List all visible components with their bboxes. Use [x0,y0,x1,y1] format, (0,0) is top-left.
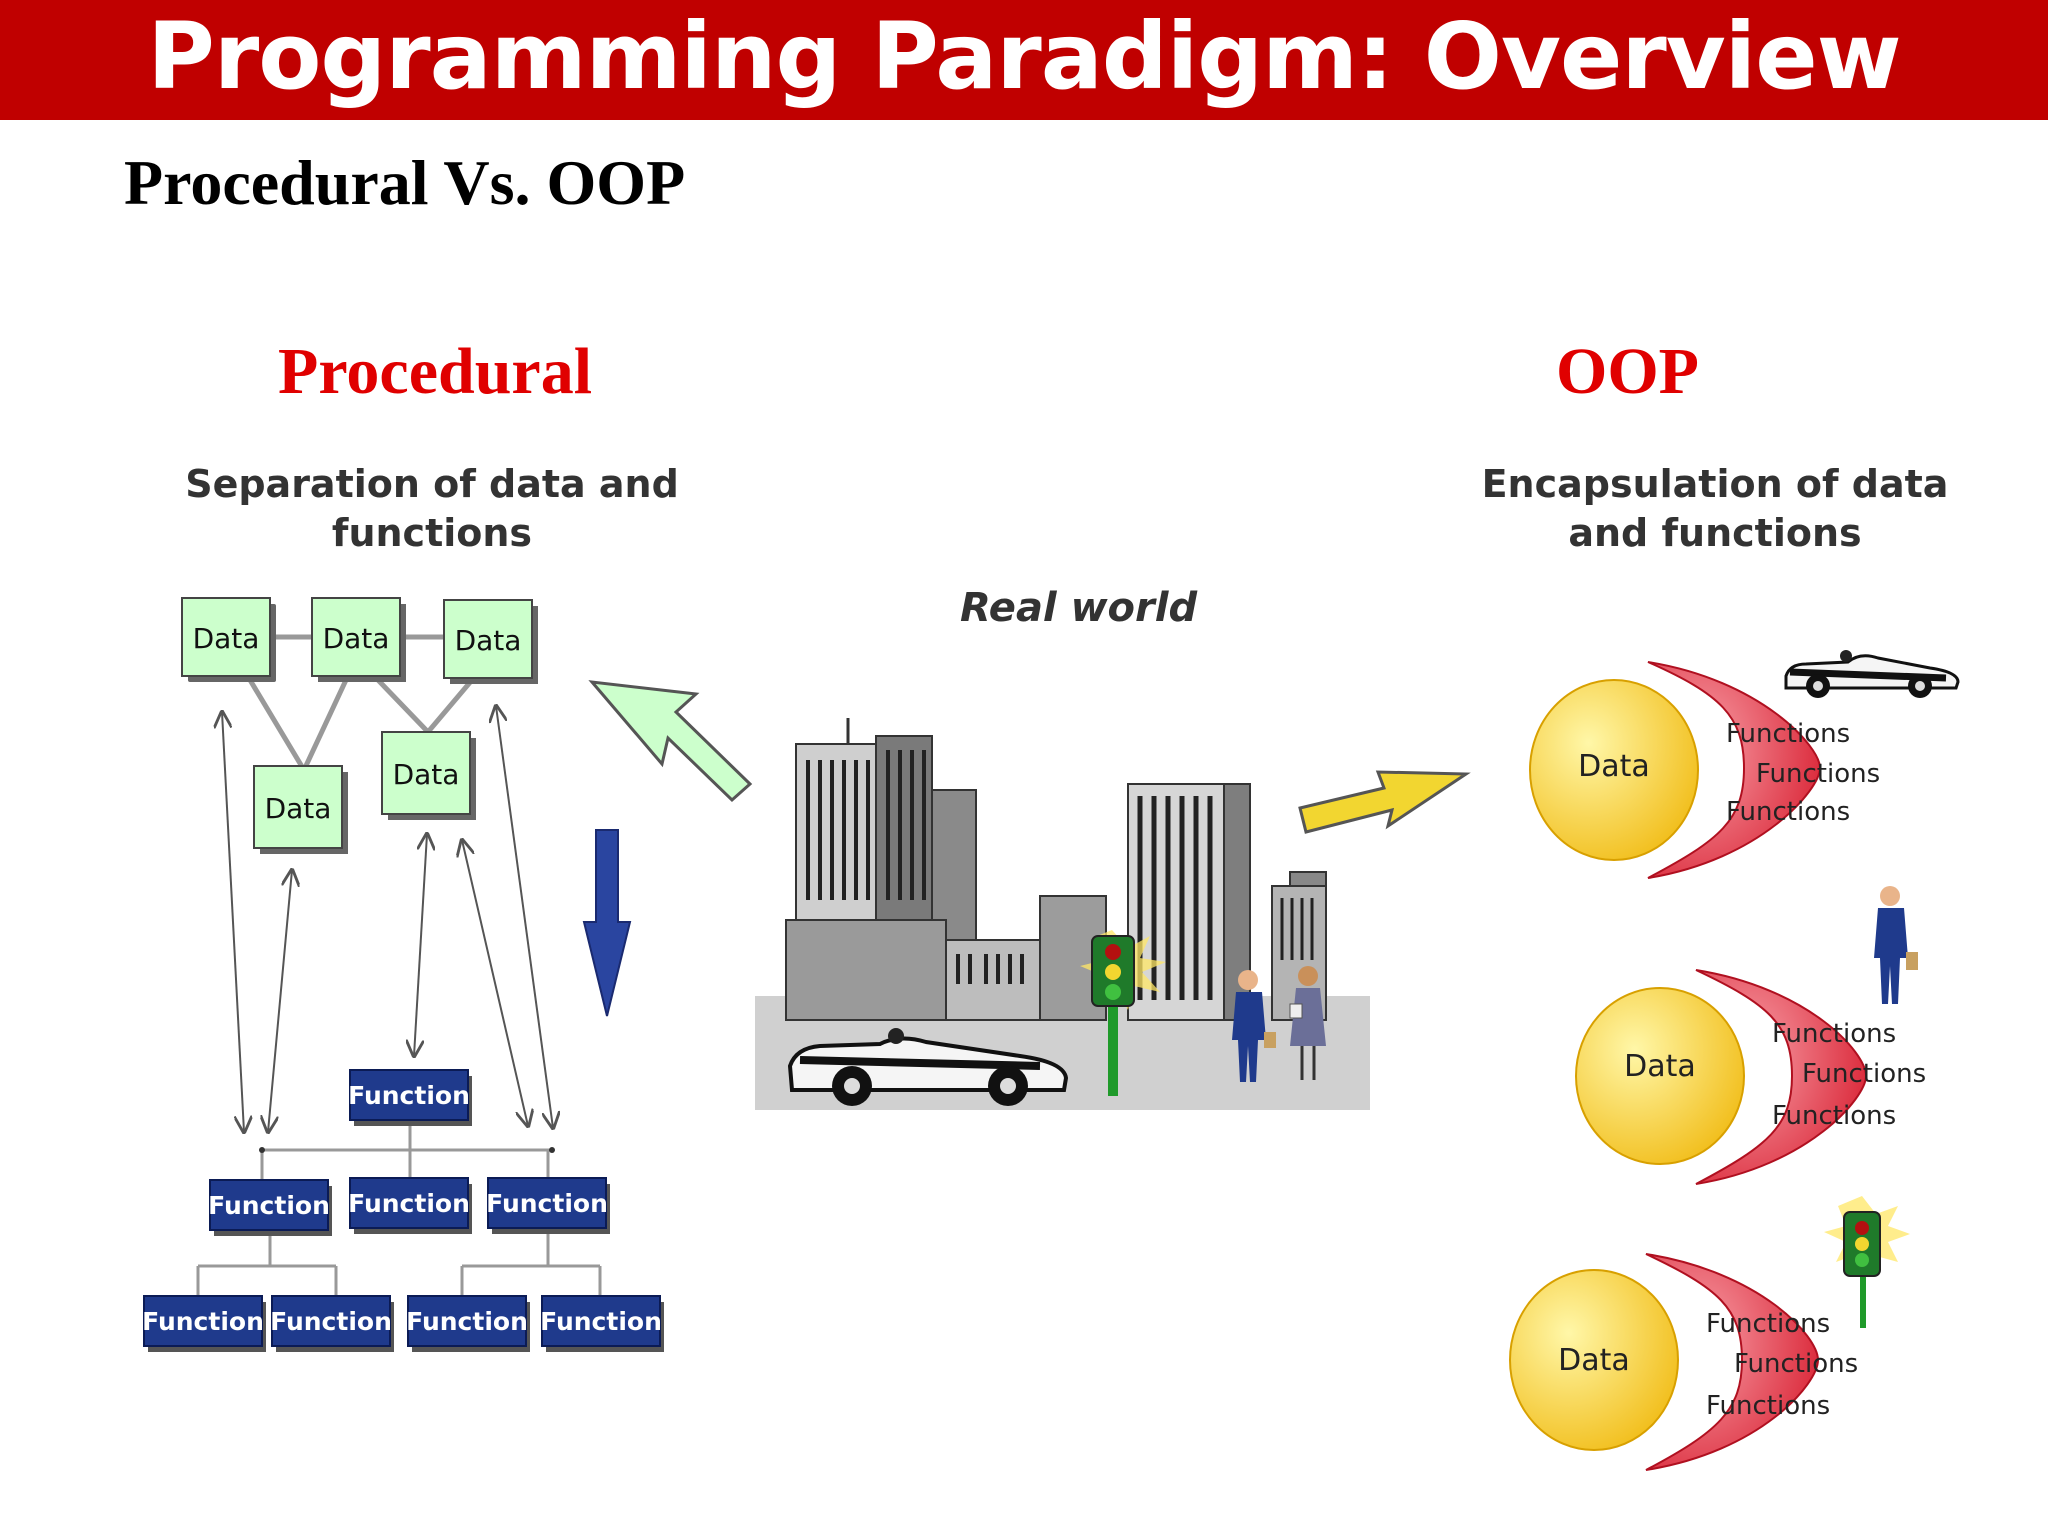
object-data-label: Data [1578,749,1650,784]
traffic-light-icon [1824,1196,1910,1328]
green-arrow-icon [588,680,753,803]
function-box-label: Function [406,1307,528,1336]
data-connectors [247,634,474,772]
data-box-label: Data [393,758,460,791]
real-world-illustration [755,718,1370,1110]
function-box: Function [486,1177,610,1234]
slide-subtitle: Procedural Vs. OOP [124,147,686,218]
data-box-label: Data [323,622,390,655]
function-tree-lines [196,1122,602,1296]
function-box-label: Function [540,1307,662,1336]
object-functions-label: Functions [1734,1349,1858,1379]
object-functions-label: Functions [1726,797,1850,827]
object-functions-label: Functions [1726,719,1850,749]
traffic-light-icon [1080,930,1166,1096]
function-box: Function [348,1177,472,1234]
car-icon [1784,650,1960,698]
function-box-label: Function [208,1191,330,1220]
function-box-label: Function [348,1081,470,1110]
function-box-label: Function [348,1189,470,1218]
data-box-label: Data [193,622,260,655]
function-box: Function [406,1295,530,1352]
real-world-caption: Real world [960,585,1198,631]
function-box: Function [540,1295,664,1352]
procedural-heading: Procedural [278,335,593,408]
object-capsule: Data Functions Functions Functions [1509,1253,1858,1471]
data-access-arrows [222,706,553,1132]
oop-caption-line-1: Encapsulation of data [1481,462,1949,506]
procedural-caption: Separation of data and functions [185,462,679,556]
data-box-label: Data [265,792,332,825]
oop-caption: Encapsulation of data and functions [1470,460,1960,559]
object-functions-label: Functions [1802,1059,1926,1089]
businesswoman-icon [1289,966,1326,1080]
data-box: Data [253,765,348,854]
function-box: Function [348,1069,472,1126]
title-bar: Programming Paradigm: Overview [0,0,2048,120]
car-icon [787,1028,1069,1106]
data-box: Data [311,597,406,682]
object-functions-label: Functions [1772,1101,1896,1131]
down-arrow-icon [582,829,632,1017]
function-box-label: Function [270,1307,392,1336]
data-box-label: Data [455,624,522,657]
procedural-diagram: Data Data Data Data Data [142,597,664,1352]
object-functions-label: Functions [1772,1019,1896,1049]
function-box: Function [208,1179,332,1236]
object-data-label: Data [1624,1049,1696,1084]
low-building [945,939,1047,1021]
data-box: Data [381,731,476,820]
oop-caption-line-2: and functions [1568,511,1862,556]
object-functions-label: Functions [1756,759,1880,789]
function-box: Function [270,1295,394,1352]
yellow-arrow-icon [1298,770,1471,834]
object-capsule: Data Functions Functions Functions [1529,661,1880,879]
object-functions-label: Functions [1706,1391,1830,1421]
oop-heading: OOP [1556,335,1699,408]
page-title: Programming Paradigm: Overview [147,3,1901,110]
function-box-label: Function [486,1189,608,1218]
businessman-icon [1232,970,1276,1082]
function-box-label: Function [142,1307,264,1336]
data-box: Data [181,597,276,682]
businessman-icon [1874,886,1918,1004]
skyscraper [785,718,977,1021]
oop-diagram: Data Functions Functions Functions Data … [1509,650,1960,1471]
object-data-label: Data [1558,1343,1630,1378]
object-functions-label: Functions [1706,1309,1830,1339]
function-box: Function [142,1295,266,1352]
data-box: Data [443,599,538,684]
object-capsule: Data Functions Functions Functions [1575,969,1926,1185]
